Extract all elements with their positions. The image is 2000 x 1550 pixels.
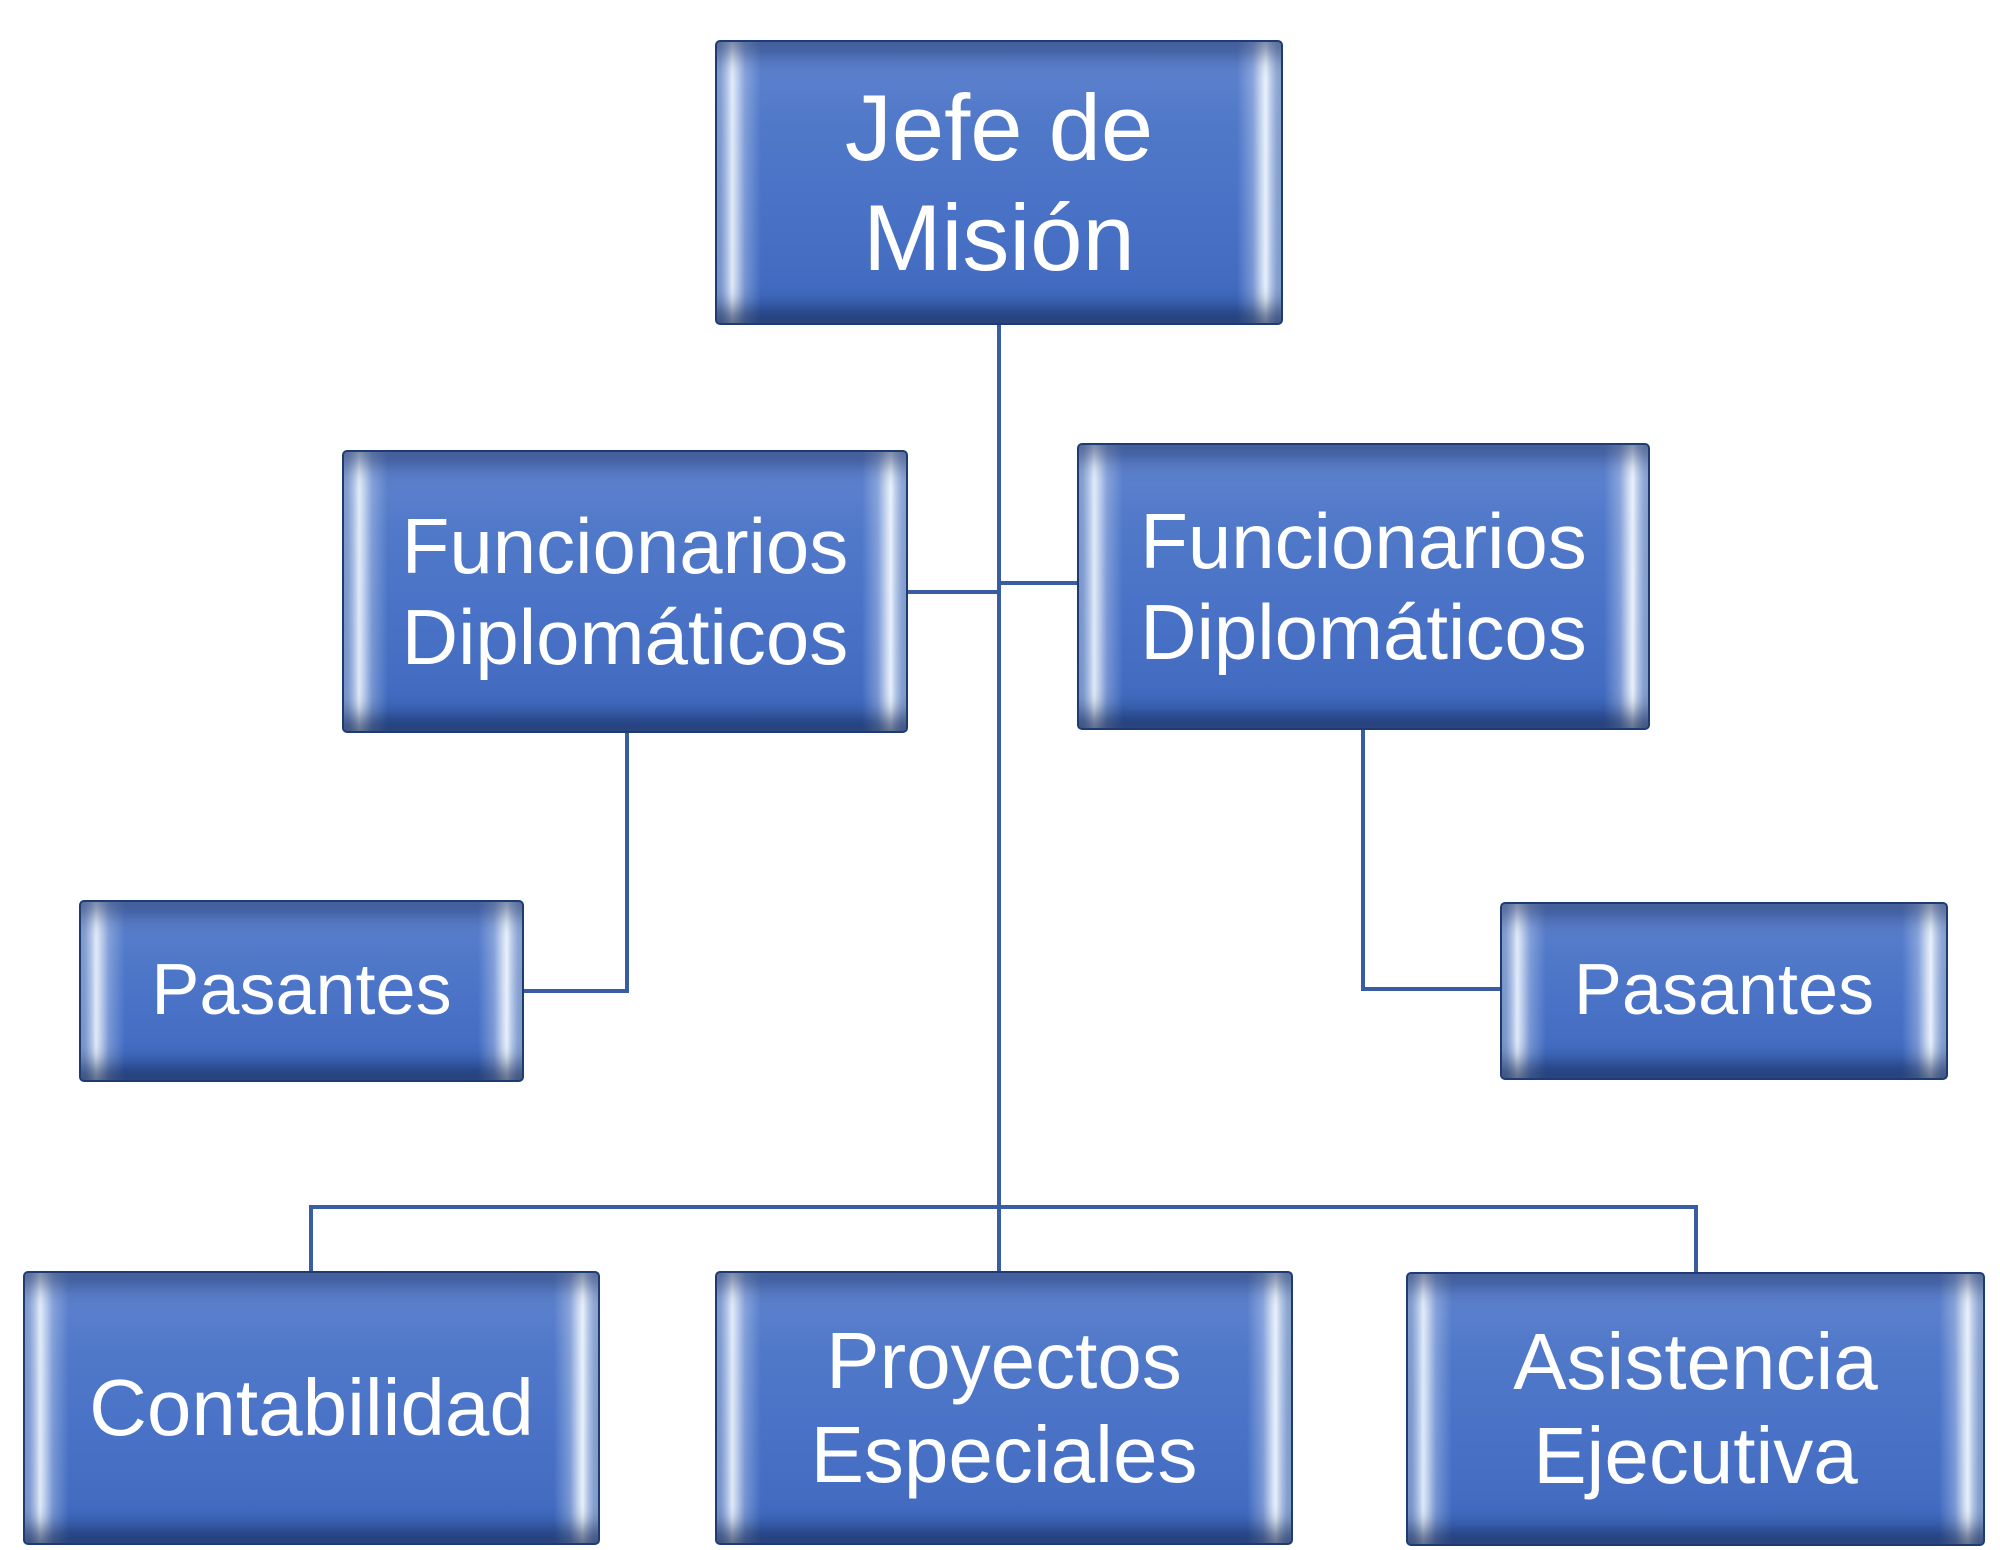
org-node-funcionarios-diplomaticos-right[interactable]: Funcionarios Diplomáticos: [1077, 443, 1650, 730]
connector-bottom-row: [309, 1205, 1698, 1272]
org-node-asistencia-ejecutiva[interactable]: Asistencia Ejecutiva: [1406, 1272, 1985, 1546]
org-node-proyectos-especiales[interactable]: Proyectos Especiales: [715, 1271, 1293, 1545]
org-node-jefe-de-mision[interactable]: Jefe de Misión: [715, 40, 1283, 325]
connector-pasantes-right: [1361, 730, 1500, 991]
org-node-label: Funcionarios Diplomáticos: [401, 502, 849, 681]
org-node-label: Contabilidad: [89, 1362, 534, 1452]
org-node-label: Asistencia Ejecutiva: [1513, 1316, 1878, 1500]
org-node-contabilidad[interactable]: Contabilidad: [23, 1271, 600, 1545]
org-node-label: Jefe de Misión: [844, 75, 1154, 290]
org-node-pasantes-right[interactable]: Pasantes: [1500, 902, 1948, 1080]
org-node-label: Proyectos Especiales: [810, 1315, 1198, 1499]
org-node-label: Pasantes: [151, 950, 452, 1031]
org-node-pasantes-left[interactable]: Pasantes: [79, 900, 524, 1082]
org-node-label: Pasantes: [1573, 950, 1875, 1031]
org-node-label: Funcionarios Diplomáticos: [1140, 497, 1587, 676]
connector-pasantes-left: [524, 733, 629, 993]
org-node-funcionarios-diplomaticos-left[interactable]: Funcionarios Diplomáticos: [342, 450, 908, 733]
